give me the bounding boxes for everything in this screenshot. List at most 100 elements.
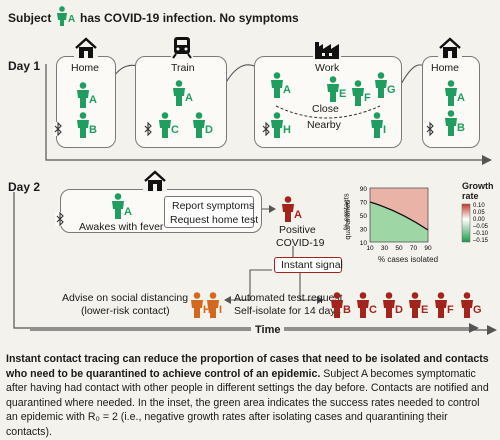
subject-word: Subject — [8, 11, 52, 25]
person-isolate-c-letter: C — [369, 304, 377, 316]
person-isolate-b-icon — [331, 292, 343, 318]
bluetooth-icon — [261, 121, 271, 137]
house-icon — [74, 37, 98, 59]
person-isolate-b-letter: B — [343, 304, 351, 316]
person-isolate-e-letter: E — [421, 304, 429, 316]
inset-ytick: 70 — [360, 200, 368, 207]
bluetooth-icon — [425, 121, 435, 137]
home2-label: Home — [431, 62, 460, 74]
legend-title-line2: rate — [462, 191, 479, 201]
person-home2-b-icon — [445, 110, 457, 136]
person-work-f-icon — [352, 80, 364, 106]
time-arrow — [30, 325, 497, 335]
legend-value: 0.10 — [473, 203, 485, 209]
legend-value: –0.05 — [473, 224, 489, 230]
day2-label: Day 2 — [8, 180, 41, 194]
inset-negative-region — [370, 202, 428, 242]
person-work-g-letter: G — [387, 84, 396, 96]
person-train-c-icon — [159, 112, 171, 138]
person-isolate-f-letter: F — [447, 304, 454, 316]
legend-value: –0.10 — [473, 231, 489, 237]
inset-xtick: 70 — [410, 245, 418, 252]
person-home-b-icon — [77, 112, 89, 138]
house-icon — [143, 170, 167, 192]
home-label: Home — [71, 62, 100, 74]
report-line2: Request home test — [170, 214, 259, 226]
positive-person-icon — [282, 196, 294, 222]
person-isolate-g-icon — [461, 292, 473, 318]
legend-value: 0.00 — [473, 217, 485, 223]
legend-title-line1: Growth — [462, 181, 494, 191]
advise-line2: (lower-risk contact) — [81, 305, 170, 317]
person-train-c-letter: C — [171, 124, 179, 136]
legend-value: 0.05 — [473, 210, 485, 216]
bluetooth-icon — [53, 121, 63, 137]
factory-icon — [313, 38, 341, 60]
legend-value: –0.15 — [473, 238, 489, 244]
inset-ytick: 50 — [360, 213, 368, 220]
person-work-h-letter: H — [283, 124, 291, 136]
caption-body: Subject A becomes symptomatic after havi… — [6, 367, 489, 439]
inset-ytick: 10 — [360, 240, 368, 247]
instant-signal-label: Instant signal — [281, 259, 343, 271]
person-isolate-d-letter: D — [395, 304, 403, 316]
report-line1: Report symptoms — [172, 200, 255, 212]
positive-line2: COVID-19 — [276, 237, 325, 249]
inset-xtick: 10 — [366, 245, 374, 252]
bluetooth-icon — [55, 211, 65, 227]
growth-rate-legend-bar — [461, 203, 471, 243]
bluetooth-icon — [143, 121, 153, 137]
person-isolate-c-icon — [357, 292, 369, 318]
person-home-a-letter: A — [89, 94, 97, 106]
person-work-i-icon — [371, 112, 383, 138]
person-work-g-icon — [375, 72, 387, 98]
person-advise-i-icon — [207, 292, 219, 318]
person-work-a-letter: A — [283, 84, 291, 96]
time-label: Time — [251, 325, 285, 336]
auto-line2: Self-isolate for 14 days — [234, 305, 341, 317]
inset-xtick: 90 — [424, 245, 432, 252]
day1-label: Day 1 — [8, 59, 41, 73]
person-advise-i-letter: I — [219, 304, 223, 316]
train-label: Train — [171, 62, 195, 74]
house-icon — [438, 37, 462, 59]
inset-xtick: 30 — [381, 245, 389, 252]
person-home-b-letter: B — [89, 124, 97, 136]
inset-ytick: 90 — [360, 186, 368, 193]
report-symptoms-card — [164, 196, 254, 228]
positive-letter: A — [294, 209, 302, 221]
person-work-a-icon — [271, 72, 283, 98]
person-home-a-icon — [77, 82, 89, 108]
inset-frame — [369, 187, 429, 243]
inset-ylabel-line2: quarantined — [343, 199, 353, 240]
person-home2-a-letter: A — [457, 92, 465, 104]
person-advise-h-icon — [191, 292, 203, 318]
person-train-a-icon — [173, 80, 185, 106]
person-train-a-letter: A — [185, 92, 193, 104]
person-isolate-e-icon — [409, 292, 421, 318]
person-isolate-d-icon — [383, 292, 395, 318]
work-label: Work — [315, 62, 340, 74]
person-work-e-letter: E — [339, 88, 347, 100]
subject-letter: A — [68, 14, 76, 25]
person-work-i-letter: I — [383, 124, 387, 136]
person-home2-b-letter: B — [457, 122, 465, 134]
person-advise-h-letter: H — [203, 304, 211, 316]
nearby-label: Nearby — [307, 119, 341, 131]
figure-caption: Instant contact tracing can reduce the p… — [6, 352, 494, 440]
awake-letter: A — [124, 206, 132, 218]
advise-line1: Advise on social distancing — [62, 292, 189, 304]
auto-line1: Automated test request — [234, 292, 343, 304]
inset-zero-line — [369, 201, 429, 231]
person-work-f-letter: F — [364, 92, 371, 104]
person-isolate-f-icon — [435, 292, 447, 318]
awake-text: Awakes with fever — [79, 221, 164, 233]
inset-xlabel: % cases isolated — [378, 255, 439, 264]
close-contact-arc — [275, 105, 381, 119]
inset-xtick: 50 — [395, 245, 403, 252]
inset-ytick: 30 — [360, 227, 368, 234]
subject-person-icon — [57, 6, 67, 26]
train-icon — [171, 35, 193, 59]
